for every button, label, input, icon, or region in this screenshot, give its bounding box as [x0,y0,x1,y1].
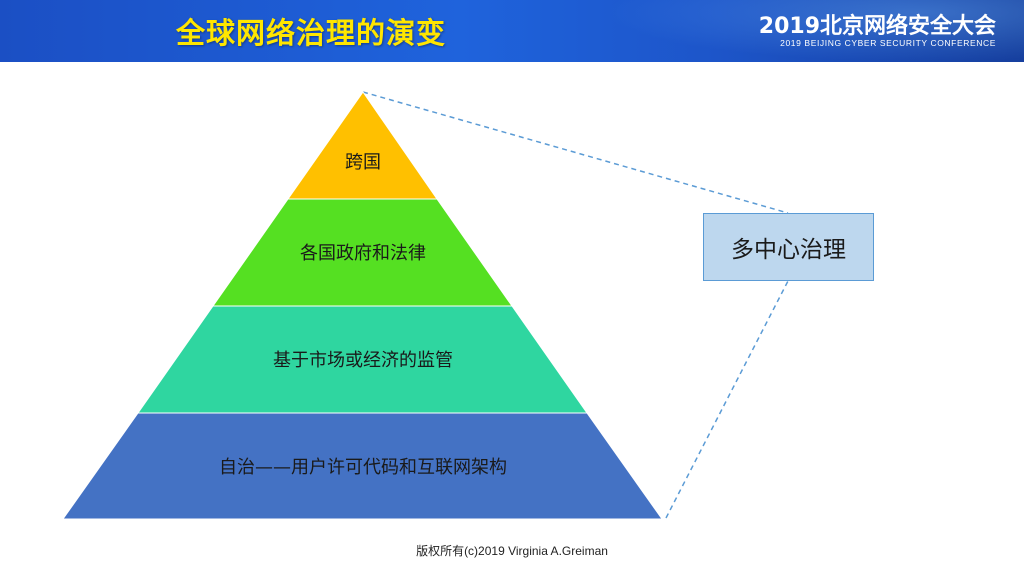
pyramid-level-1-label: 跨国 [345,152,381,173]
connector-bottom [665,280,789,519]
header-glow [604,0,1024,62]
header-banner: 全球网络治理的演变 2019北京网络安全大会 2019 BEIJING CYBE… [0,0,1024,62]
pyramid-level-1 [287,91,438,200]
connector-top [362,91,789,214]
conference-name-cn: 2019北京网络安全大会 [758,14,996,39]
copyright-footer: 版权所有(c)2019 Virginia A.Greiman [416,544,608,558]
pyramid-level-4 [62,412,663,520]
polycentric-governance-callout: 多中心治理 [703,213,874,281]
slide-title: 全球网络治理的演变 [176,16,447,50]
pyramid-level-4-label: 自治——用户许可代码和互联网架构 [219,457,507,478]
pyramid-level-2-label: 各国政府和法律 [300,243,426,264]
conference-name-en: 2019 BEIJING CYBER SECURITY CONFERENCE [780,38,996,48]
pyramid-level-3-label: 基于市场或经济的监管 [273,350,453,371]
